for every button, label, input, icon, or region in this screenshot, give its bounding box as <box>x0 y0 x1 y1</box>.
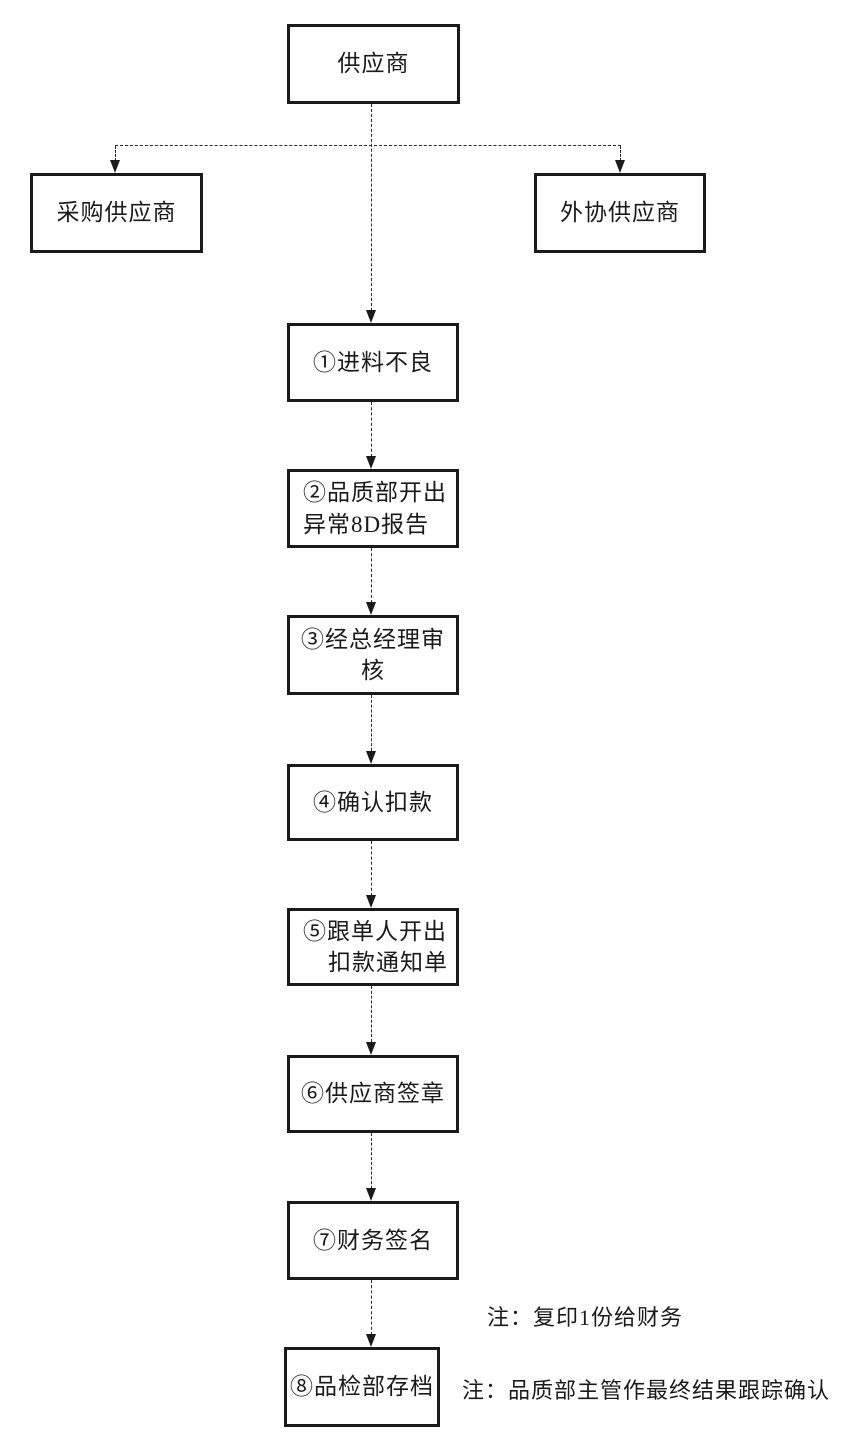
node-step5-line2: 扣款通知单 <box>328 950 448 975</box>
arrowhead-icon <box>366 1334 376 1347</box>
connector-step6-step7 <box>371 1133 372 1189</box>
arrowhead-icon <box>366 602 376 615</box>
node-step4-confirm-deduction: ④确认扣款 <box>287 764 459 841</box>
arrowhead-icon <box>366 310 376 323</box>
arrowhead-icon <box>366 895 376 908</box>
connector-step3-step4 <box>371 695 372 751</box>
node-supplier-label: 供应商 <box>337 51 410 77</box>
node-step1-label: ①进料不良 <box>313 349 433 375</box>
arrowhead-icon <box>366 751 376 764</box>
connector-step1-step2 <box>371 402 372 457</box>
node-supplier: 供应商 <box>287 24 460 104</box>
connector-step7-step8 <box>371 1280 372 1335</box>
arrowhead-icon <box>110 160 120 173</box>
node-step4-label: ④确认扣款 <box>313 789 433 815</box>
node-step8-qc-archive: ⑧品检部存档 <box>284 1347 440 1427</box>
node-outsource-supplier: 外协供应商 <box>534 173 706 253</box>
arrowhead-icon <box>366 1042 376 1055</box>
node-step5-label: ⑤跟单人开出 扣款通知单 <box>303 916 448 978</box>
connector-branch-left <box>115 146 116 161</box>
node-step7-finance-signature: ⑦财务签名 <box>287 1201 459 1280</box>
arrowhead-icon <box>366 456 376 469</box>
node-step5-deduction-notice: ⑤跟单人开出 扣款通知单 <box>287 908 459 986</box>
node-purchase-supplier: 采购供应商 <box>30 173 203 253</box>
node-purchase-supplier-label: 采购供应商 <box>56 200 177 226</box>
node-step3-label: ③经总经理审核 <box>301 626 445 683</box>
connector-step2-step3 <box>371 548 372 603</box>
connector-step4-step5 <box>371 841 372 896</box>
node-step6-label: ⑥供应商签章 <box>301 1081 445 1107</box>
node-step2-8d-report: ②品质部开出 异常8D报告 <box>287 469 459 548</box>
arrowhead-icon <box>366 1188 376 1201</box>
node-step1-incoming-defect: ①进料不良 <box>287 323 459 402</box>
node-step6-supplier-signature: ⑥供应商签章 <box>287 1055 459 1133</box>
node-step5-line1: ⑤跟单人开出 <box>303 918 447 944</box>
connector-branch-horizontal <box>115 145 621 146</box>
node-step7-label: ⑦财务签名 <box>313 1227 433 1253</box>
note-finance-copy: 注：复印1份给财务 <box>487 1305 684 1330</box>
node-step8-label: ⑧品检部存档 <box>290 1374 434 1400</box>
note-final-tracking: 注：品质部主管作最终结果跟踪确认 <box>462 1378 831 1403</box>
connector-supplier-to-step1 <box>371 104 372 311</box>
node-step3-gm-review: ③经总经理审核 <box>287 615 459 695</box>
connector-branch-right <box>620 146 621 161</box>
node-outsource-supplier-label: 外协供应商 <box>560 200 680 226</box>
connector-step5-step6 <box>371 986 372 1042</box>
node-step2-line1: ②品质部开出 <box>303 480 447 506</box>
node-step2-label: ②品质部开出 异常8D报告 <box>303 477 447 539</box>
node-step2-line2: 异常8D报告 <box>303 511 430 537</box>
arrowhead-icon <box>615 160 625 173</box>
